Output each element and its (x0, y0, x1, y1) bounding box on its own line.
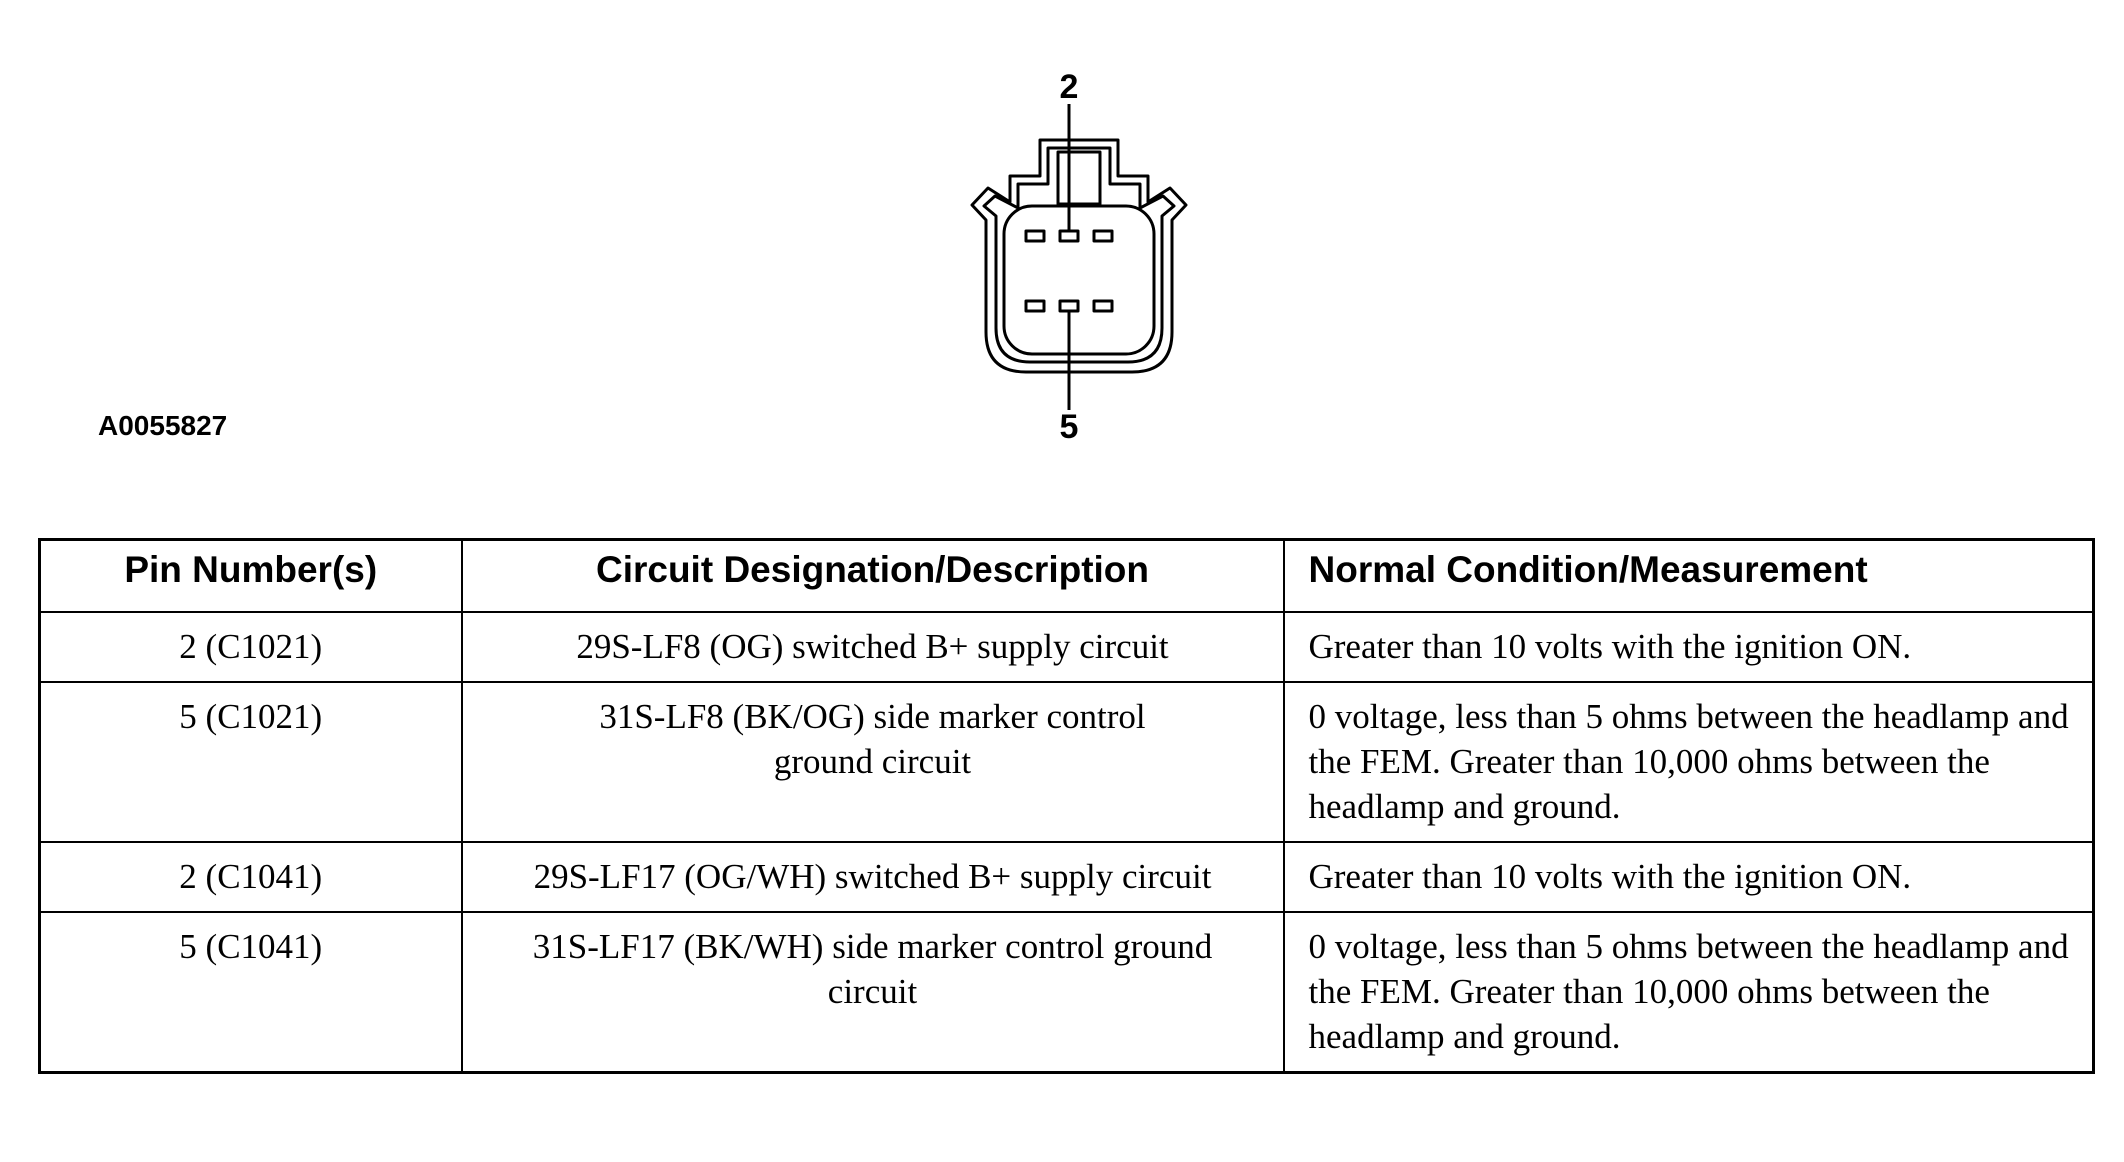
cell-pin: 5 (C1021) (38, 681, 463, 843)
table-row: 5 (C1041) 31S-LF17 (BK/WH) side marker c… (38, 911, 2095, 1074)
cell-condition: 0 voltage, less than 5 ohms between the … (1282, 911, 2095, 1074)
connector-latch (1056, 150, 1102, 206)
table-row: 2 (C1041) 29S-LF17 (OG/WH) switched B+ s… (38, 841, 2095, 913)
figure-id: A0055827 (98, 410, 228, 441)
pin-cavity-2 (1058, 229, 1080, 243)
pin-cavity-5 (1058, 299, 1080, 313)
pin-label-bottom: 5 (1059, 408, 1079, 446)
cell-pin: 2 (C1041) (38, 841, 463, 913)
connector-diagram (970, 104, 1188, 410)
cell-circuit: 31S-LF17 (BK/WH) side marker control gro… (460, 911, 1285, 1074)
cell-condition: 0 voltage, less than 5 ohms between the … (1282, 681, 2095, 843)
pin-label-top: 2 (1059, 68, 1079, 106)
header-pin-numbers: Pin Number(s) (38, 538, 463, 613)
cell-condition: Greater than 10 volts with the ignition … (1282, 611, 2095, 683)
pin-cavity-4 (1024, 299, 1046, 313)
connector-housing-inner (982, 146, 1176, 364)
pin-cavity-6 (1092, 299, 1114, 313)
pin-cavity-3 (1092, 229, 1114, 243)
header-circuit-designation: Circuit Designation/Description (460, 538, 1285, 613)
pin-table: Pin Number(s) Circuit Designation/Descri… (38, 538, 2095, 1074)
cell-pin: 5 (C1041) (38, 911, 463, 1074)
connector-housing-outer (970, 138, 1188, 374)
cell-circuit: 29S-LF17 (OG/WH) switched B+ supply circ… (460, 841, 1285, 913)
cell-circuit: 31S-LF8 (BK/OG) side marker control grou… (460, 681, 1285, 843)
cell-pin: 2 (C1021) (38, 611, 463, 683)
table-row: 5 (C1021) 31S-LF8 (BK/OG) side marker co… (38, 681, 2095, 843)
cell-circuit: 29S-LF8 (OG) switched B+ supply circuit (460, 611, 1285, 683)
table-header-row: Pin Number(s) Circuit Designation/Descri… (38, 538, 2095, 613)
table-row: 2 (C1021) 29S-LF8 (OG) switched B+ suppl… (38, 611, 2095, 683)
pin-cavity-1 (1024, 229, 1046, 243)
header-normal-condition: Normal Condition/Measurement (1282, 538, 2095, 613)
cell-condition: Greater than 10 volts with the ignition … (1282, 841, 2095, 913)
connector-face (1002, 204, 1156, 356)
